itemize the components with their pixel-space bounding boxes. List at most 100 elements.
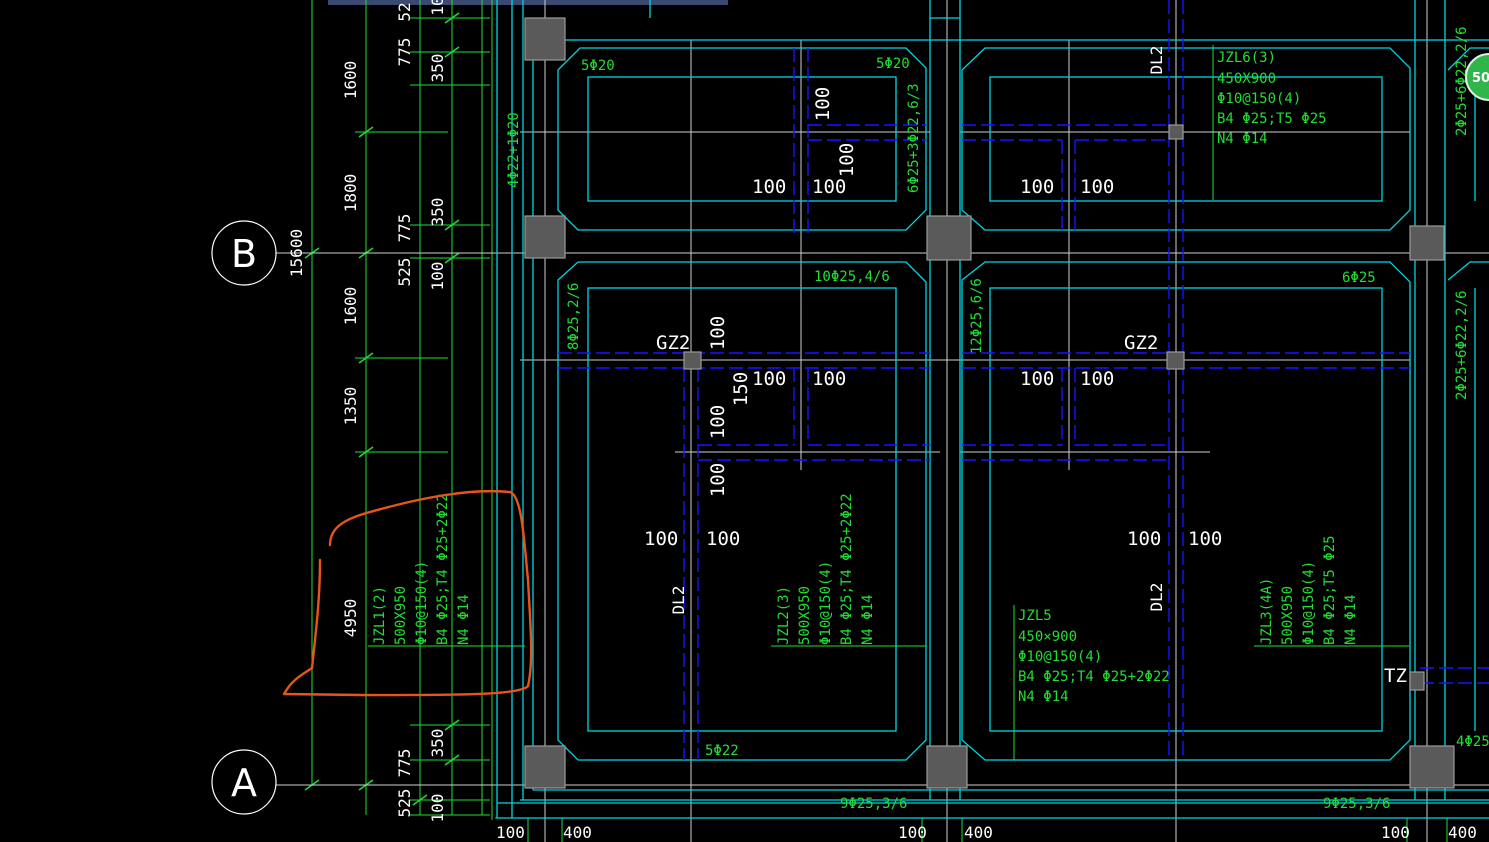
svg-text:100: 100 xyxy=(812,87,834,121)
svg-text:N4 Φ14: N4 Φ14 xyxy=(1217,131,1268,147)
svg-text:Φ10@150(4): Φ10@150(4) xyxy=(1018,649,1102,665)
svg-text:B4 Φ25;T4 Φ25+2Φ22: B4 Φ25;T4 Φ25+2Φ22 xyxy=(839,493,855,645)
rebar-r8: 12Φ25,6/6 xyxy=(969,278,985,354)
beam-jzl6-label: JZL6(3) 450X900 Φ10@150(4) B4 Φ25;T5 Φ25… xyxy=(1217,50,1327,147)
svg-text:JZL5: JZL5 xyxy=(1018,608,1052,624)
svg-text:100: 100 xyxy=(1020,368,1054,390)
column-gz2-b xyxy=(1166,351,1185,370)
rebar-r11: 5Φ22 xyxy=(705,743,739,759)
svg-text:100: 100 xyxy=(1127,528,1161,550)
column-kz-6 xyxy=(926,745,968,789)
column-kz-1 xyxy=(524,17,566,61)
zoom-badge-text: 50 xyxy=(1472,71,1489,86)
svg-text:500X950: 500X950 xyxy=(393,586,409,645)
dim-525-c: 525 xyxy=(395,789,414,818)
offset-texts: 100 100 100 100 100 100 100 150 100 100 … xyxy=(644,87,1222,550)
svg-text:500X950: 500X950 xyxy=(1280,586,1296,645)
svg-text:B4 Φ25;T4 Φ25+2Φ22: B4 Φ25;T4 Φ25+2Φ22 xyxy=(435,493,451,645)
beam-jzl5-label: JZL5 450×900 Φ10@150(4) B4 Φ25;T4 Φ25+2Φ… xyxy=(1018,608,1170,705)
left-dimension-texts: 15600 1600 1800 1600 1350 4950 775 350 5… xyxy=(287,0,447,822)
axis-bubbles xyxy=(211,220,277,815)
svg-text:400: 400 xyxy=(1448,823,1477,842)
svg-text:100: 100 xyxy=(496,823,525,842)
label-tz: TZ xyxy=(1384,665,1407,687)
dim-350-a: 350 xyxy=(428,54,447,83)
svg-text:100: 100 xyxy=(707,316,729,350)
axis-bubble-b xyxy=(211,220,277,286)
svg-text:100: 100 xyxy=(836,143,858,177)
svg-text:100: 100 xyxy=(1020,176,1054,198)
svg-text:JZL6(3): JZL6(3) xyxy=(1217,50,1276,66)
rebar-r13: 9Φ25,3/6 xyxy=(1323,796,1390,812)
column-gz2-a xyxy=(683,351,702,370)
rebar-r10: 2Φ25+6Φ22,2/6 xyxy=(1454,290,1470,400)
dim-775-a: 775 xyxy=(395,38,414,67)
hidden-beams xyxy=(558,0,1489,760)
svg-text:JZL2(3): JZL2(3) xyxy=(776,586,792,645)
rebar-r1: 5Φ20 xyxy=(581,58,615,74)
dim-350-c: 350 xyxy=(428,729,447,758)
svg-text:100: 100 xyxy=(707,463,729,497)
label-dl2-a: DL2 xyxy=(669,586,688,615)
svg-text:100: 100 xyxy=(1080,368,1114,390)
svg-text:Φ10@150(4): Φ10@150(4) xyxy=(818,561,834,645)
svg-text:400: 400 xyxy=(964,823,993,842)
dim-4950: 4950 xyxy=(341,599,360,638)
dim-1350: 1350 xyxy=(341,387,360,426)
rebar-r7: 8Φ25,2/6 xyxy=(566,283,582,350)
dim-1800: 1800 xyxy=(341,174,360,213)
dim-775-c: 775 xyxy=(395,749,414,778)
svg-text:N4 Φ14: N4 Φ14 xyxy=(860,594,876,645)
svg-text:100: 100 xyxy=(752,368,786,390)
svg-text:500X950: 500X950 xyxy=(797,586,813,645)
label-gz2-a: GZ2 xyxy=(656,332,690,354)
beam-jzl3-label: JZL3(4A) 500X950 Φ10@150(4) B4 Φ25;T5 Φ2… xyxy=(1259,535,1359,645)
column-small-top xyxy=(1168,124,1184,140)
axis-label-b: B xyxy=(231,232,257,276)
rebar-r9: 2Φ25+6Φ22,2/6 xyxy=(1454,26,1470,136)
svg-text:400: 400 xyxy=(563,823,592,842)
element-labels: GZ2 GZ2 DL2 DL2 DL2 TZ xyxy=(656,46,1407,687)
rebar-r6: 6Φ25 xyxy=(1342,270,1376,286)
zoom-badge[interactable]: 50 xyxy=(1465,53,1489,101)
svg-text:100: 100 xyxy=(1188,528,1222,550)
column-kz-2 xyxy=(524,215,566,259)
svg-text:100: 100 xyxy=(812,176,846,198)
dim-15600: 15600 xyxy=(287,229,306,277)
svg-text:JZL1(2): JZL1(2) xyxy=(372,586,388,645)
markup-annotation[interactable] xyxy=(282,489,533,697)
grid-lines xyxy=(276,0,1489,842)
svg-text:N4 Φ14: N4 Φ14 xyxy=(456,594,472,645)
label-gz2-b: GZ2 xyxy=(1124,332,1158,354)
svg-text:450X900: 450X900 xyxy=(1217,71,1276,87)
column-kz-3 xyxy=(926,215,972,261)
svg-text:N4 Φ14: N4 Φ14 xyxy=(1018,689,1069,705)
svg-text:100: 100 xyxy=(644,528,678,550)
dim-350-b: 350 xyxy=(428,198,447,227)
beam-jzl2-label: JZL2(3) 500X950 Φ10@150(4) B4 Φ25;T4 Φ25… xyxy=(776,493,876,645)
axis-bubble-a xyxy=(211,749,277,815)
dim-1600-mid: 1600 xyxy=(341,287,360,326)
label-dl2-b: DL2 xyxy=(1147,46,1166,75)
svg-text:B4 Φ25;T5 Φ25: B4 Φ25;T5 Φ25 xyxy=(1217,111,1327,127)
svg-text:100: 100 xyxy=(812,368,846,390)
columns xyxy=(524,17,1455,789)
svg-text:100: 100 xyxy=(707,405,729,439)
svg-text:100: 100 xyxy=(898,823,927,842)
svg-text:100: 100 xyxy=(752,176,786,198)
svg-text:JZL3(4A): JZL3(4A) xyxy=(1259,578,1275,645)
toolbar-strip xyxy=(328,0,728,5)
dim-52: 52 xyxy=(395,2,414,21)
rebar-texts: 5Φ20 5Φ20 4Φ22+1Φ20 6Φ25+3Φ22,6/3 10Φ25,… xyxy=(506,26,1489,812)
svg-text:450×900: 450×900 xyxy=(1018,629,1077,645)
dim-10: 10 xyxy=(428,0,447,16)
svg-text:Φ10@150(4): Φ10@150(4) xyxy=(414,561,430,645)
dim-100-c: 100 xyxy=(428,794,447,823)
svg-text:B4 Φ25;T5 Φ25: B4 Φ25;T5 Φ25 xyxy=(1322,535,1338,645)
dimension-ticks xyxy=(304,12,460,806)
dim-525-b: 525 xyxy=(395,258,414,287)
svg-text:N4 Φ14: N4 Φ14 xyxy=(1343,594,1359,645)
foundation-outlines xyxy=(496,0,1489,819)
dim-1600-top: 1600 xyxy=(341,61,360,100)
